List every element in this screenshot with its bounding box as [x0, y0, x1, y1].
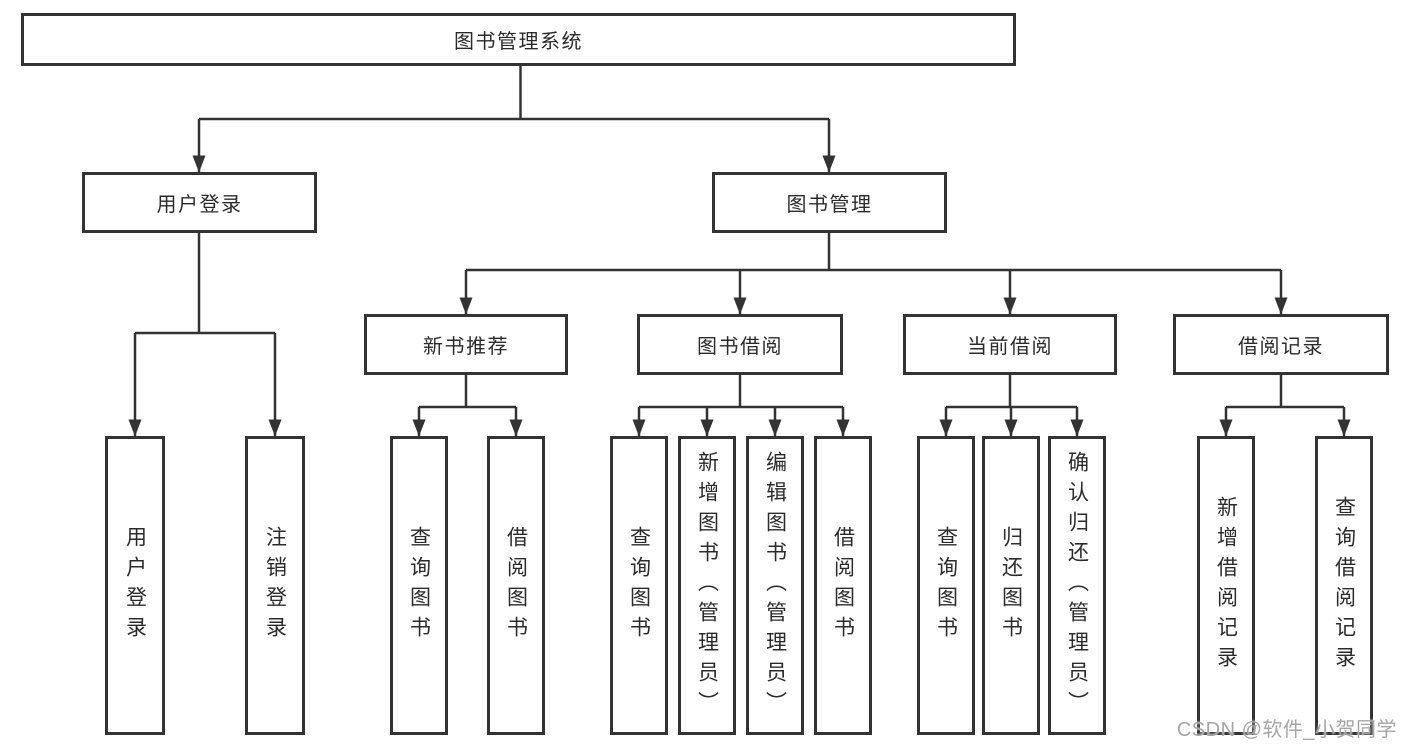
leaf-return-books-label: 归还图书	[999, 525, 1023, 646]
connector-rails	[135, 66, 1344, 409]
leaf-add-borrow-record: 新增借阅记录	[1197, 436, 1255, 735]
leaf-borrow-books: 借阅图书	[814, 436, 872, 735]
leaf-query-books-borrowing: 查询图书	[610, 436, 668, 735]
leaf-return-books: 归还图书	[982, 436, 1040, 735]
node-root: 图书管理系统	[21, 13, 1016, 66]
leaf-confirm-return-admin: 确认归还（管理员）	[1048, 436, 1106, 735]
leaf-borrow-books-label: 借阅图书	[831, 525, 855, 646]
leaf-user-login: 用户登录	[105, 436, 165, 735]
node-user-login-label: 用户登录	[156, 194, 243, 216]
leaf-logout: 注销登录	[245, 436, 305, 735]
leaf-borrow-books-recommend: 借阅图书	[487, 436, 545, 735]
leaf-edit-book-admin: 编辑图书（管理员）	[746, 436, 804, 735]
node-current-borrowing-label: 当前借阅	[967, 336, 1053, 358]
leaf-confirm-return-admin-label: 确认归还（管理员）	[1065, 450, 1089, 721]
watermark: CSDN @软件_小贺同学	[1176, 719, 1397, 741]
node-new-book-recommend-label: 新书推荐	[423, 336, 509, 358]
leaf-query-books-current-label: 查询图书	[934, 525, 958, 646]
leaf-query-books-current: 查询图书	[917, 436, 975, 735]
node-borrowing-records: 借阅记录	[1173, 314, 1389, 375]
node-borrowing-records-label: 借阅记录	[1238, 336, 1324, 358]
node-book-management: 图书管理	[712, 172, 947, 233]
leaf-borrow-books-recommend-label: 借阅图书	[504, 525, 528, 646]
leaf-add-book-admin-label: 新增图书（管理员）	[695, 450, 719, 721]
leaf-edit-book-admin-label: 编辑图书（管理员）	[763, 450, 787, 721]
node-user-login: 用户登录	[82, 172, 317, 233]
leaf-logout-label: 注销登录	[263, 525, 287, 646]
leaf-add-borrow-record-label: 新增借阅记录	[1214, 495, 1238, 676]
node-root-label: 图书管理系统	[454, 31, 583, 53]
node-new-book-recommend: 新书推荐	[364, 314, 568, 375]
leaf-user-login-label: 用户登录	[123, 525, 147, 646]
leaf-query-books-recommend-label: 查询图书	[407, 525, 431, 646]
node-current-borrowing: 当前借阅	[903, 314, 1117, 375]
leaf-query-books-recommend: 查询图书	[390, 436, 448, 735]
leaf-query-borrow-record-label: 查询借阅记录	[1332, 495, 1356, 676]
node-book-management-label: 图书管理	[786, 194, 873, 216]
leaf-query-borrow-record: 查询借阅记录	[1315, 436, 1373, 735]
node-book-borrowing-label: 图书借阅	[697, 336, 783, 358]
leaf-query-books-borrowing-label: 查询图书	[627, 525, 651, 646]
node-book-borrowing: 图书借阅	[637, 314, 843, 375]
leaf-add-book-admin: 新增图书（管理员）	[678, 436, 736, 735]
